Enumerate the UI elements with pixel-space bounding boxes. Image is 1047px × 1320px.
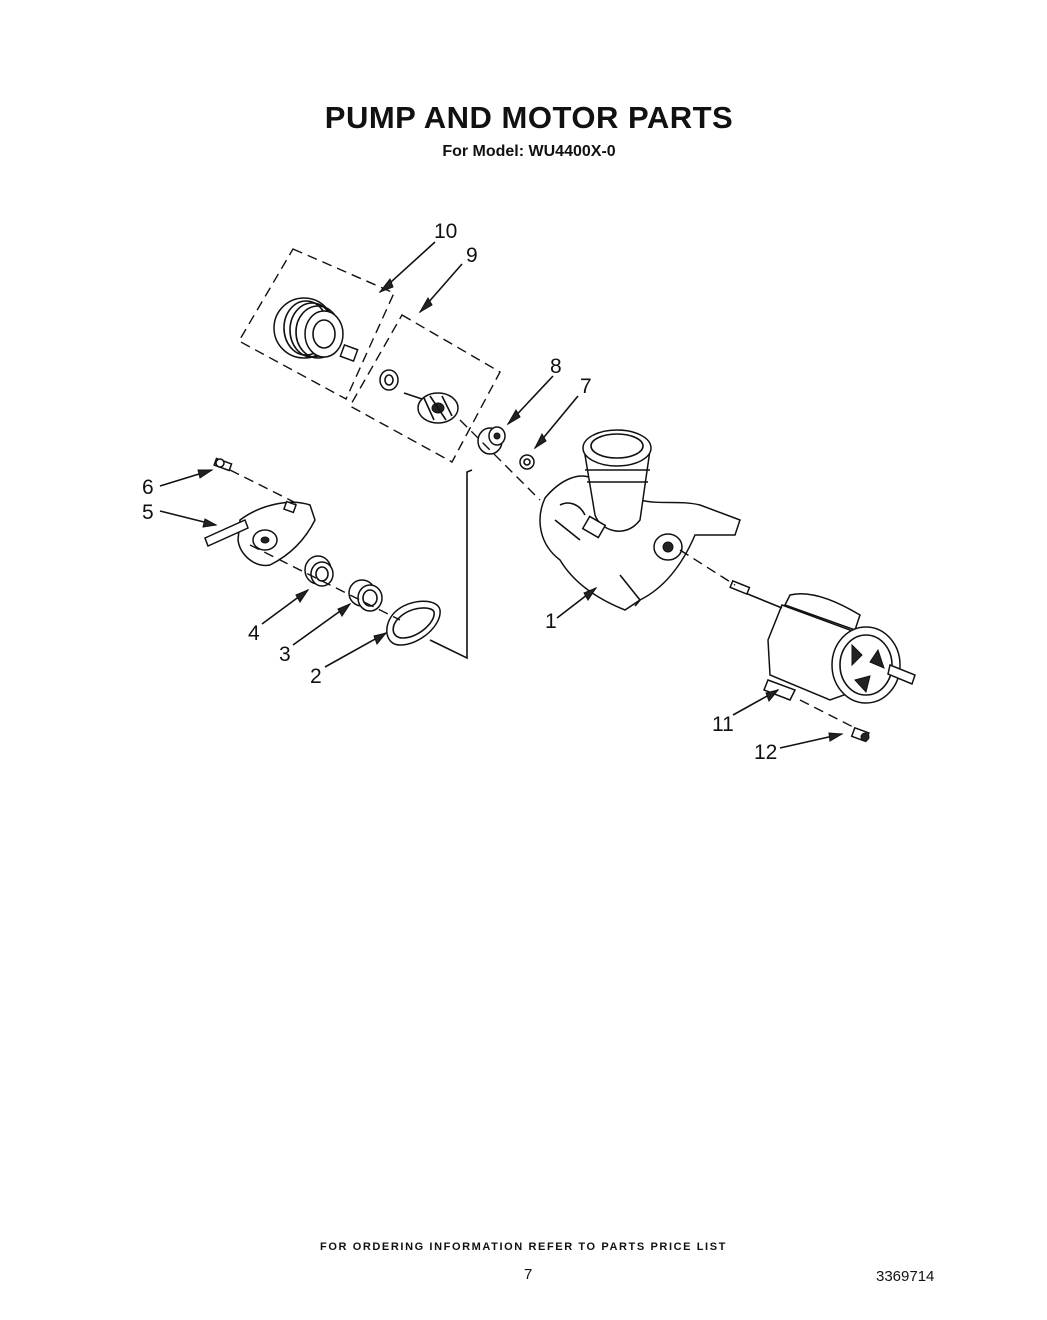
page-title: PUMP AND MOTOR PARTS [324, 100, 734, 135]
callout-5: 5 [142, 501, 154, 524]
callout-11: 11 [712, 713, 734, 736]
callout-7: 7 [580, 375, 592, 398]
part-4-seal [304, 555, 334, 587]
group-box-10 [238, 248, 395, 400]
callout-1: 1 [545, 610, 557, 633]
alignment-lines [229, 419, 856, 729]
part-5-cover-plate [204, 500, 316, 567]
callout-10: 10 [434, 220, 457, 243]
part-7-washer [519, 454, 535, 470]
part-2-gasket [386, 600, 441, 646]
document-number: 3369714 [876, 1268, 935, 1285]
callout-12: 12 [754, 741, 777, 764]
part-9-impeller [379, 369, 459, 424]
model-subtitle: For Model: WU4400X-0 [442, 143, 616, 160]
part-1-pump-housing [539, 429, 741, 611]
part-6-screw [213, 457, 233, 472]
callout-4: 4 [248, 622, 260, 645]
ordering-info-note: FOR ORDERING INFORMATION REFER TO PARTS … [320, 1241, 727, 1253]
group-box-9 [349, 314, 501, 463]
callout-9: 9 [466, 244, 478, 267]
page-number: 7 [524, 1266, 533, 1283]
part-10-strainer [273, 297, 359, 362]
part-3-seal [348, 579, 383, 612]
leader-lines [159, 241, 844, 749]
part-8-seal [477, 426, 506, 455]
callout-3: 3 [279, 643, 291, 666]
callout-8: 8 [550, 355, 562, 378]
part-12-screw [850, 726, 870, 743]
callout-2: 2 [310, 665, 322, 688]
part-11-motor [729, 579, 916, 704]
callout-6: 6 [142, 476, 154, 499]
